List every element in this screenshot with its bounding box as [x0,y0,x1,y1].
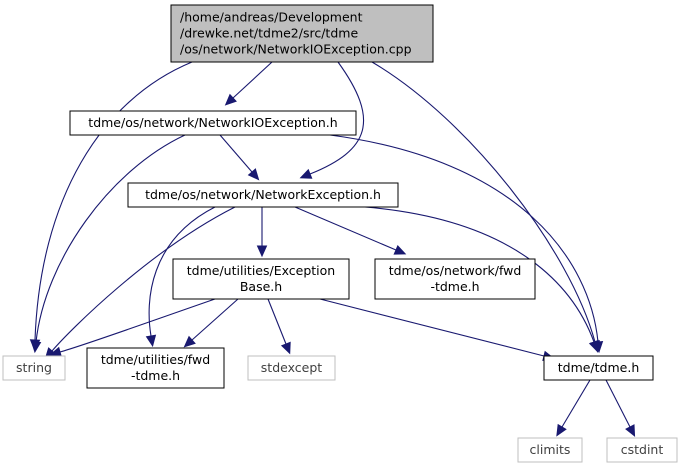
node-label-line: /drewke.net/tdme2/src/tdme [180,26,358,41]
node-label-line: stdexcept [261,360,322,375]
edge-arrowhead [256,245,268,258]
node-label-line: cstdint [621,442,664,457]
nodes-layer: /home/andreas/Development/drewke.net/tdm… [2,4,678,463]
edge-line [267,298,287,345]
edge-root-to-ne_h [299,61,365,179]
edge-root-to-tdme_h [371,61,600,353]
edge-arrowhead [224,93,237,106]
edge-line [191,298,239,341]
node-box [543,355,654,381]
edges-layer [29,61,636,437]
edge-arrowhead [588,339,599,353]
node-box [374,258,536,300]
node-box [127,182,399,208]
edge-arrowhead [556,423,567,437]
node-label-line: /home/andreas/Development [180,10,363,25]
edge-eb_h-to-tdme_h [319,298,555,361]
edge-arrowhead [280,341,291,355]
node-box [247,355,336,381]
node-label-line: string [16,360,52,375]
node-stdexcept: stdexcept [247,355,336,381]
node-box [2,355,66,381]
node-label-line: -tdme.h [430,279,479,294]
edge-line [371,61,596,343]
node-label-line: tdme/os/network/NetworkException.h [145,187,381,202]
node-box [86,347,225,389]
node-cstdint: cstdint [606,437,678,463]
node-label-line: Base.h [240,279,282,294]
edge-eb_h-to-string [49,298,216,357]
edge-arrowhead [247,168,260,181]
node-net_fwd[interactable]: tdme/os/network/fwd-tdme.h [374,258,536,300]
node-label-line: tdme/os/network/fwd [389,263,522,278]
edge-line [51,206,236,352]
edge-nioe_h-to-string [30,134,186,354]
edge-line [605,379,631,428]
edge-nioe_h-to-tdme_h [329,134,604,354]
edge-line [319,298,545,357]
edge-tdme_h-to-climits [556,379,591,437]
edge-line [294,206,397,251]
edge-arrowhead [145,334,157,348]
edge-root-to-nioe_h [224,61,273,106]
node-label-line: tdme/os/network/NetworkIOException.h [88,115,337,130]
edge-line [34,61,193,341]
node-nioe_h[interactable]: tdme/os/network/NetworkIOException.h [69,110,357,136]
edge-line [561,379,591,428]
node-box [170,4,434,63]
edge-line [35,134,186,343]
edge-line [309,61,365,175]
node-climits: climits [517,437,583,463]
node-box [69,110,357,136]
node-ne_h[interactable]: tdme/os/network/NetworkException.h [127,182,399,208]
edge-arrowhead [393,244,407,255]
edge-arrowhead [30,340,42,354]
edge-eb_h-to-util_fwd [183,298,239,348]
node-root[interactable]: /home/andreas/Development/drewke.net/tdm… [170,4,434,63]
node-box [172,258,350,300]
node-box [517,437,583,463]
edge-arrowhead [183,335,196,348]
edge-ne_h-to-eb_h [256,207,268,258]
edge-arrowhead [625,424,636,437]
edge-line [59,298,216,353]
edge-nioe_h-to-ne_h [219,134,260,181]
node-tdme_h[interactable]: tdme/tdme.h [543,355,654,381]
node-label-line: /os/network/NetworkIOException.cpp [180,42,412,57]
edge-line [329,134,599,343]
edge-ne_h-to-net_fwd [294,206,407,255]
node-box [606,437,678,463]
node-label-line: tdme/utilities/Exception [187,263,335,278]
edge-eb_h-to-stdexcept [267,298,291,355]
node-string: string [2,355,66,381]
node-label-line: -tdme.h [131,368,180,383]
edge-line [232,61,273,99]
node-label-line: climits [530,442,571,457]
node-label-line: tdme/tdme.h [558,360,640,375]
edge-arrowhead [299,168,313,179]
edge-tdme_h-to-cstdint [605,379,636,437]
node-label-line: tdme/utilities/fwd [101,352,210,367]
edge-line [219,134,253,173]
node-util_fwd[interactable]: tdme/utilities/fwd-tdme.h [86,347,225,389]
